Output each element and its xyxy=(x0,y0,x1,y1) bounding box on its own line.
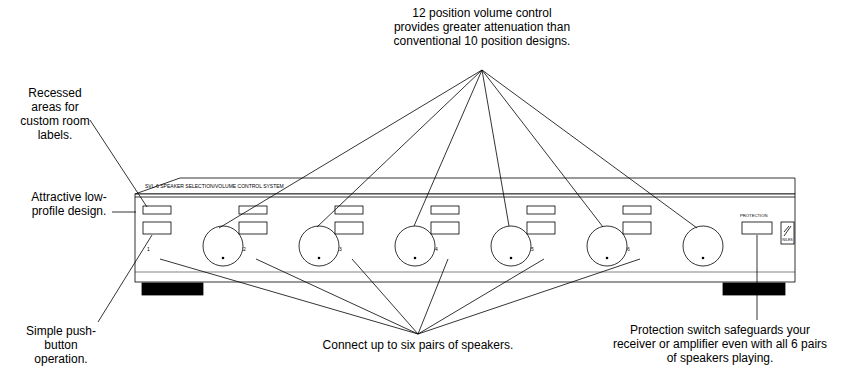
callout-text: Recessed areas for custom room labels. xyxy=(14,86,96,142)
foot xyxy=(142,283,203,295)
callout-text: Simple push-button operation. xyxy=(18,324,104,366)
callout-text: Connect up to six pairs of speakers. xyxy=(298,338,538,352)
logo-box xyxy=(781,222,794,244)
callout-text: Protection switch safeguards your receiv… xyxy=(610,323,830,365)
button-number: 4 xyxy=(435,246,447,252)
buttons xyxy=(143,206,772,234)
callout-text: 12 position volume control provides grea… xyxy=(389,6,575,48)
switch-label: PROTECTION xyxy=(740,213,776,218)
brand-logo: NILES xyxy=(781,238,794,242)
front-panel xyxy=(135,194,795,282)
callout-text: Attractive low-profile design. xyxy=(26,190,112,218)
leader-lines xyxy=(90,70,757,334)
foot xyxy=(723,283,785,295)
button-number: 1 xyxy=(147,246,159,252)
button-number: 6 xyxy=(627,246,639,252)
model-name: SVL-6 SPEAKER SELECTION/VOLUME CONTROL S… xyxy=(145,183,395,189)
button-number: 5 xyxy=(531,246,543,252)
volume-knobs xyxy=(203,226,723,266)
top-face xyxy=(135,178,795,194)
button-number: 3 xyxy=(339,246,351,252)
logo-mark xyxy=(784,226,791,236)
button-number: 2 xyxy=(243,246,255,252)
